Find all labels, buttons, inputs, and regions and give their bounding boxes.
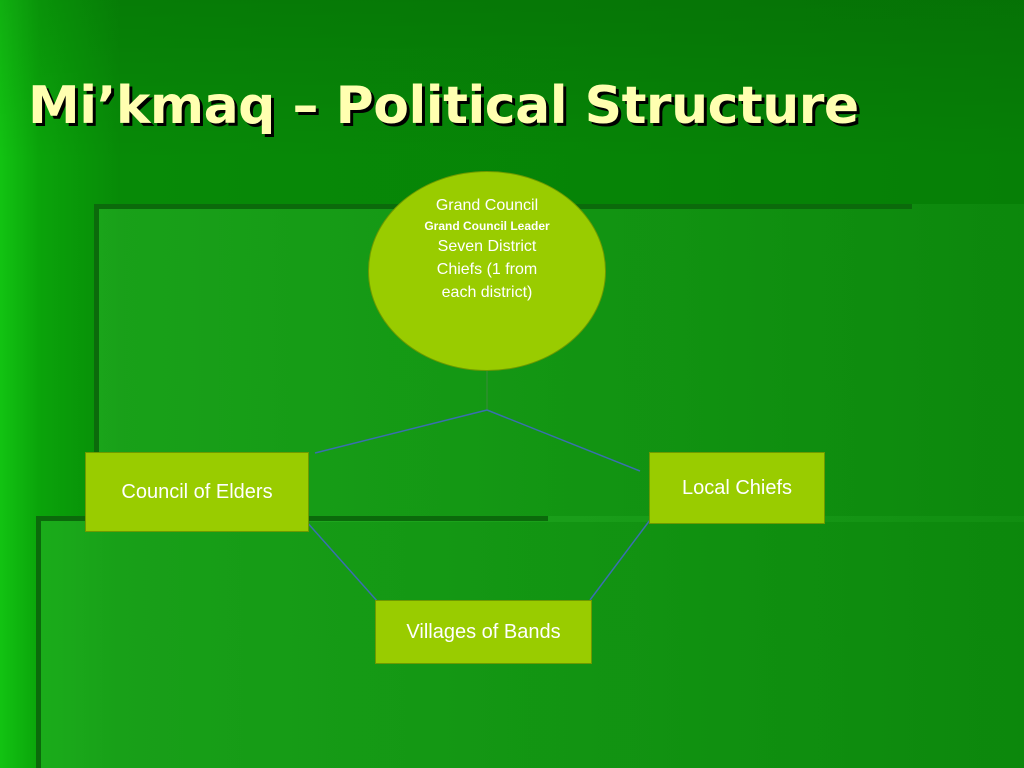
decor-bar-upper-left (94, 204, 99, 464)
district-chiefs-label-line1: Seven District (437, 238, 537, 255)
local-chiefs-label: Local Chiefs (681, 477, 793, 499)
council-of-elders-node: Council of Elders (85, 452, 309, 532)
district-chiefs-label-line2: Chiefs (1 from (436, 261, 538, 278)
grand-council-node: Grand Council Grand Council Leader Seven… (368, 171, 606, 371)
slide-title: Mi’kmaq – Political Structure (28, 76, 859, 136)
villages-of-bands-label: Villages of Bands (406, 621, 561, 643)
council-of-elders-label: Council of Elders (121, 481, 273, 503)
grand-council-leader-label: Grand Council Leader (424, 219, 550, 233)
decor-bar-lower-left (36, 516, 41, 768)
grand-council-label: Grand Council (435, 197, 539, 214)
district-chiefs-label-line3: each district) (441, 284, 533, 301)
villages-of-bands-node: Villages of Bands (375, 600, 592, 664)
local-chiefs-node: Local Chiefs (649, 452, 825, 524)
